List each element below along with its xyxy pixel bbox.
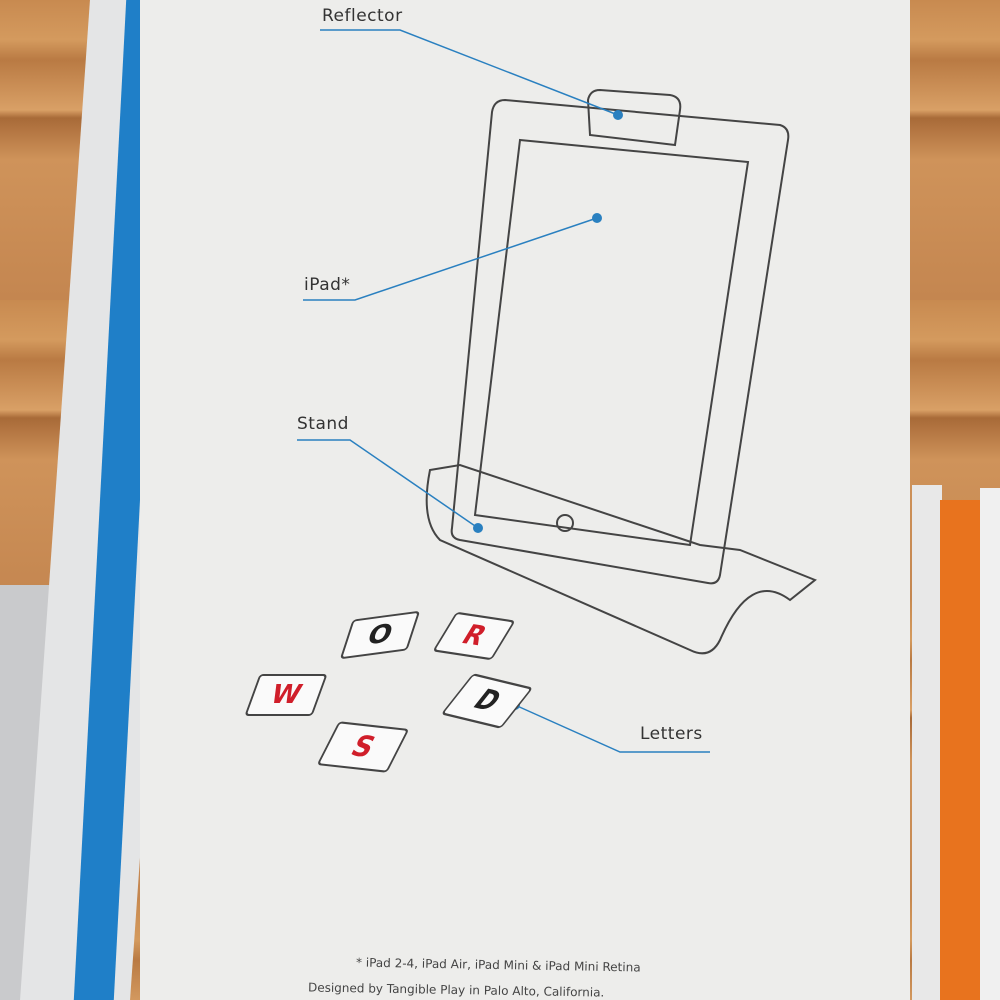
right-white-box: [912, 485, 942, 1000]
tile-letter: R: [455, 619, 493, 653]
ipad-screen: [473, 138, 750, 547]
right-white-box-2: [980, 488, 1000, 1000]
letters-leader: [514, 704, 710, 753]
ipad-label: iPad*: [304, 275, 351, 295]
tile-letter: D: [466, 684, 508, 718]
stand-outline: [425, 463, 817, 655]
stand-dot: [473, 523, 483, 533]
tile-letter: O: [363, 618, 397, 652]
ipad-leader: [303, 217, 598, 301]
reflector-dot: [613, 110, 623, 120]
reflector-leader: [320, 29, 619, 116]
home-button: [556, 514, 574, 532]
reflector-label: Reflector: [322, 6, 403, 26]
reflector-outline: [586, 88, 682, 147]
box-front-panel: [140, 0, 910, 1000]
tile-letter: S: [345, 729, 382, 764]
right-orange-box: [940, 500, 982, 1000]
ipad-outline: [450, 98, 790, 585]
stand-label: Stand: [297, 414, 349, 434]
letters-label: Letters: [640, 724, 703, 744]
tile-letter: W: [266, 680, 306, 710]
stand-leader: [297, 439, 479, 529]
ipad-dot: [592, 213, 602, 223]
